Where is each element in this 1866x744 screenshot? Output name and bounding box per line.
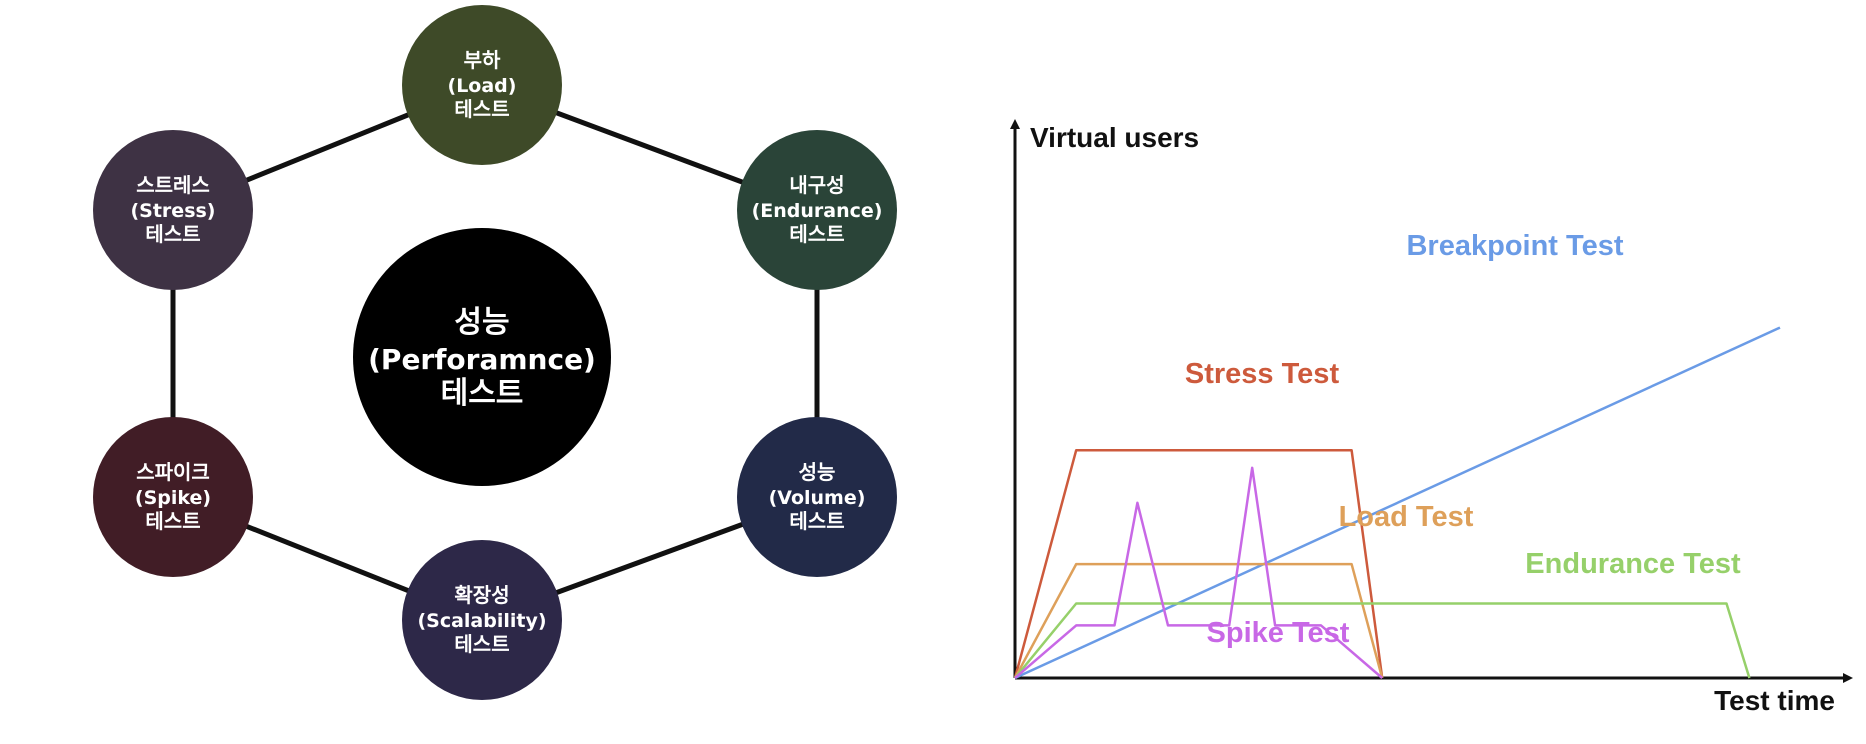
node-label-volume-line-1: 성능 (799, 460, 836, 484)
center-label-line-3: 테스트 (441, 376, 524, 411)
series-label-spike-test: Spike Test (1207, 617, 1350, 649)
node-circle-endurance (737, 130, 897, 290)
node-label-stress-line-2: (Stress) (130, 200, 215, 222)
center-label-line-1: 성능 (454, 305, 509, 340)
series-line-stress-test (1013, 448, 1384, 679)
node-label-volume-line-3: 테스트 (789, 509, 844, 533)
node-label-volume-line-2: (Volume) (769, 487, 866, 509)
series-label-load-test: Load Test (1339, 501, 1474, 533)
node-scalability: 확장성 (Scalability)테스트 (402, 540, 562, 700)
series-lines (1013, 326, 1781, 680)
series-label-breakpoint-test: Breakpoint Test (1406, 230, 1623, 262)
node-label-endurance-line-2: (Endurance) (752, 200, 883, 222)
x-axis-label: Test time (1714, 685, 1835, 716)
node-label-load-line-3: 테스트 (454, 97, 509, 121)
node-label-stress-line-3: 테스트 (145, 222, 200, 246)
node-spike: 스파이크 (Spike)테스트 (93, 417, 253, 577)
load-profile-chart: Virtual users Test time Breakpoint TestS… (1010, 119, 1853, 716)
performance-test-types-diagram: 성능 (Perforamnce) 테스트 부하(Load)테스트내구성(Endu… (93, 5, 897, 700)
node-circle-stress (93, 130, 253, 290)
series-line-spike-test (1014, 466, 1384, 679)
node-label-spike-line-1: 스파이크 (136, 460, 210, 484)
node-circle-volume (737, 417, 897, 577)
outer-nodes: 부하(Load)테스트내구성(Endurance)테스트성능(Volume)테스… (93, 5, 897, 700)
node-label-endurance-line-1: 내구성 (789, 173, 844, 197)
node-label-endurance-line-3: 테스트 (789, 222, 844, 246)
node-label-scalability-line-1: 확장성 (454, 583, 509, 607)
series-line-endurance-test (1014, 602, 1751, 679)
node-stress: 스트레스 (Stress)테스트 (93, 130, 253, 290)
center-circle (353, 228, 611, 486)
node-label-load-line-2: (Load) (448, 75, 517, 97)
node-label-stress-line-1: 스트레스 (136, 173, 210, 197)
series-label-endurance-test: Endurance Test (1525, 548, 1741, 580)
node-load: 부하 (Load)테스트 (402, 5, 562, 165)
node-circle-load (402, 5, 562, 165)
node-label-spike-line-2: (Spike) (135, 487, 211, 509)
center-node-performance-test: 성능 (Perforamnce) 테스트 (353, 228, 611, 486)
node-label-load-line-1: 부하 (464, 48, 501, 72)
series-line-breakpoint-test (1014, 326, 1781, 680)
node-label-scalability-line-3: 테스트 (454, 632, 509, 656)
series-label-stress-test: Stress Test (1185, 358, 1340, 390)
y-axis-label: Virtual users (1030, 122, 1199, 153)
node-label-scalability-line-2: (Scalability) (417, 610, 546, 632)
node-circle-spike (93, 417, 253, 577)
node-circle-scalability (402, 540, 562, 700)
series-line-load-test (1013, 562, 1384, 679)
node-endurance: 내구성 (Endurance)테스트 (737, 130, 897, 290)
center-label-line-2: (Perforamnce) (368, 343, 596, 376)
node-label-spike-line-3: 테스트 (145, 509, 200, 533)
node-volume: 성능 (Volume)테스트 (737, 417, 897, 577)
